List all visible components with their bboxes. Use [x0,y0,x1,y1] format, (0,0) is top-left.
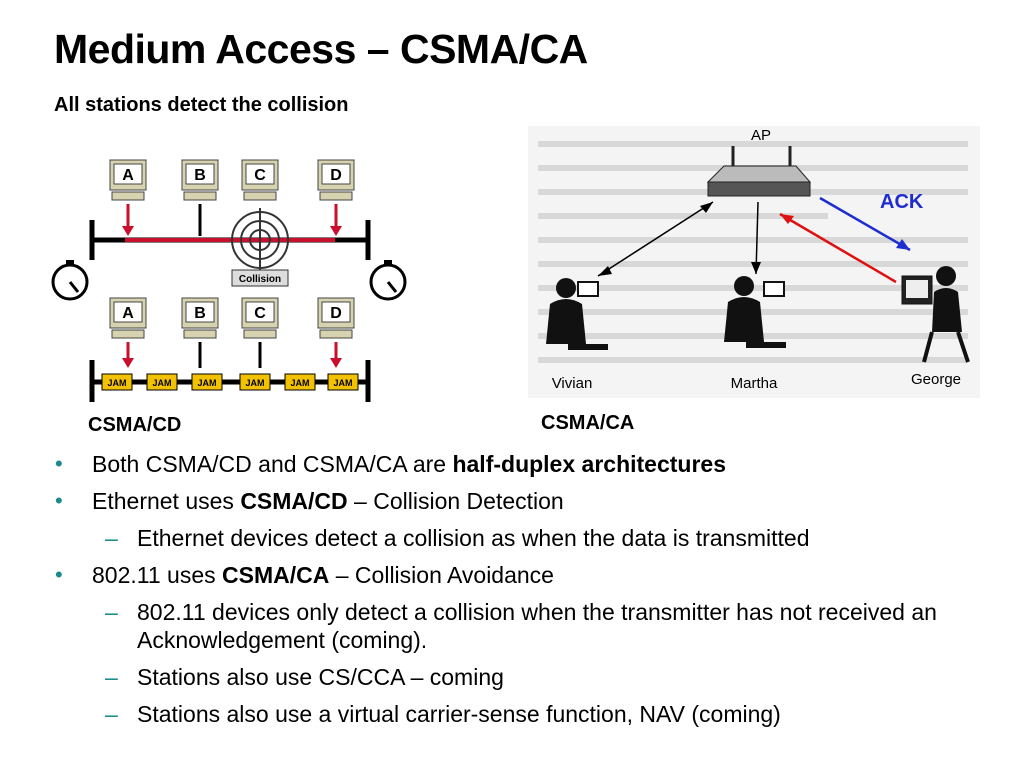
bullet-text: 802.11 uses [92,562,223,588]
ack-label: ACK [880,191,924,213]
bullet-half-duplex: • Both CSMA/CD and CSMA/CA are half-duple… [55,450,1005,478]
bottom-station-a: A [109,297,147,368]
jam-label-2: JAM [152,378,171,388]
top-station-c: C [241,159,279,201]
csma-cd-diagram: Collision A B C D [51,159,407,402]
bullet-bold-text: half-duplex architectures [452,451,726,477]
left-timer-icon [51,260,89,301]
collision-label: Collision [239,274,281,285]
subbullet-marker: – [105,701,118,727]
ap-label: AP [751,127,771,144]
access-point-icon [706,146,812,197]
jam-signals: JAM JAM JAM JAM JAM JAM [101,373,359,391]
bullet-ethernet: • Ethernet uses CSMA/CD – Collision Detec… [55,487,1005,515]
subbullet-nav: –Stations also use a virtual carrier-sen… [55,700,1005,728]
top-station-c-label: C [254,167,266,184]
right-timer-icon [369,260,407,301]
red-data-arrow [779,212,897,284]
csma-cd-caption: CSMA/CD [88,414,182,436]
bottom-station-d: D [317,297,355,368]
vivian-label: Vivian [552,375,593,392]
bullet-text: Both CSMA/CD and CSMA/CA are [92,451,453,477]
george-label: George [911,371,961,388]
vivian-figure [546,278,608,350]
blue-ack-arrow [819,196,911,252]
subbullet-text: 802.11 devices only detect a collision w… [137,599,937,653]
bottom-station-b-label: B [194,305,206,322]
bottom-station-c: C [241,297,279,368]
collision-burst [231,208,289,272]
bottom-station-d-label: D [330,305,342,322]
ap-to-martha-arrow [751,201,761,275]
subbullet-cs-cca: –Stations also use CS/CCA – coming [55,663,1005,691]
bottom-station-a-label: A [122,305,134,322]
martha-label: Martha [731,375,778,392]
ap-to-vivian-arrow [597,201,714,277]
jam-label-1: JAM [107,378,126,388]
bullet-marker: • [55,488,63,513]
bullet-text: Ethernet uses [92,488,241,514]
subbullet-marker: – [105,525,118,551]
jam-label-6: JAM [333,378,352,388]
subbullet-marker: – [105,664,118,690]
bullet-80211: • 802.11 uses CSMA/CA – Collision Avoidan… [55,561,1005,589]
top-station-b: B [181,159,219,236]
subbullet-marker: – [105,599,118,625]
bottom-station-b: B [181,297,219,368]
martha-figure [724,276,786,348]
bullet-marker: • [55,451,63,476]
bottom-station-c-label: C [254,305,266,322]
subbullet-80211-ack: –802.11 devices only detect a collision … [55,598,1005,654]
bullet-text-post: – Collision Detection [347,488,564,514]
top-station-a: A [109,159,147,236]
slide-title: Medium Access – CSMA/CA [54,26,588,72]
top-station-a-label: A [122,167,134,184]
subbullet-text: Stations also use a virtual carrier-sens… [137,701,781,727]
george-figure [901,266,970,363]
jam-label-4: JAM [245,378,264,388]
subbullet-text: Ethernet devices detect a collision as w… [137,525,810,551]
subbullet-ethernet-detect: –Ethernet devices detect a collision as … [55,524,1005,552]
subbullet-text: Stations also use CS/CCA – coming [137,664,504,690]
jam-label-5: JAM [290,378,309,388]
jam-label-3: JAM [197,378,216,388]
slide-subtitle: All stations detect the collision [54,94,349,116]
bullet-list: • Both CSMA/CD and CSMA/CA are half-duple… [55,450,1005,737]
bullet-bold-text: CSMA/CA [222,562,330,588]
csma-ca-caption: CSMA/CA [541,412,635,434]
bullet-bold-text: CSMA/CD [240,488,348,514]
top-station-d-label: D [330,167,342,184]
csma-ca-diagram: AP ACK Vivian Martha [528,126,980,398]
bullet-text-post: – Collision Avoidance [329,562,554,588]
top-station-b-label: B [194,167,206,184]
bullet-marker: • [55,562,63,587]
top-station-d: D [317,159,355,236]
